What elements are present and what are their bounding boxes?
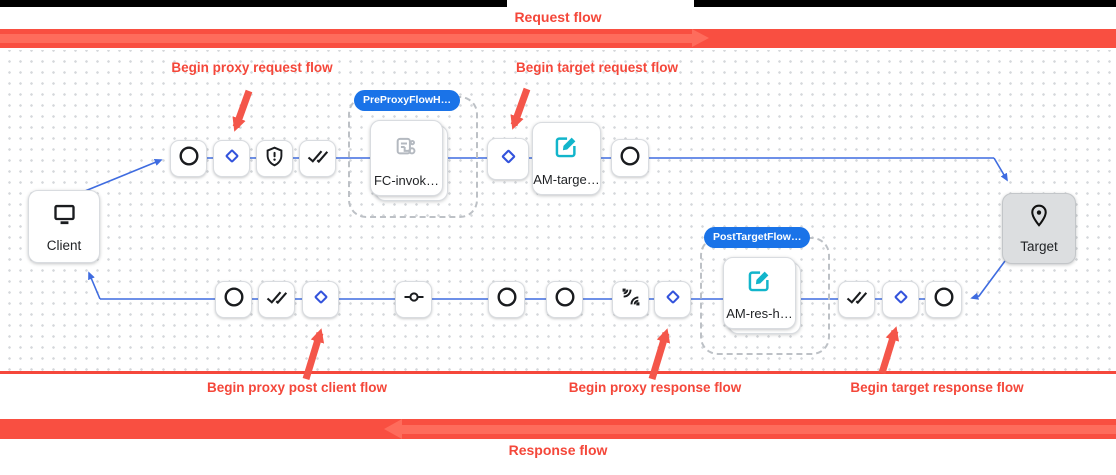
- flow-callout-icon: [393, 133, 421, 166]
- step-circle[interactable]: [488, 281, 525, 318]
- step-proxy-post-client-begin[interactable]: [302, 281, 339, 318]
- response-flow-arrow-head-icon: [384, 419, 402, 439]
- annotation-proxy-request: Begin proxy request flow: [171, 60, 333, 75]
- am-target-policy-card[interactable]: AM-targe…: [532, 122, 601, 195]
- flow-begin-diamond-icon: [310, 286, 332, 313]
- flow-begin-diamond-icon: [662, 286, 684, 313]
- flow-begin-diamond-icon: [890, 286, 912, 313]
- annotation-target-response: Begin target response flow: [850, 380, 1024, 395]
- step-double-check[interactable]: [299, 140, 336, 177]
- response-flow-title: Response flow: [508, 442, 608, 458]
- step-proxy-request-begin[interactable]: [213, 140, 250, 177]
- double-check-icon: [265, 285, 289, 314]
- assign-message-edit-icon: [553, 133, 580, 165]
- pre-proxy-flowhook-badge[interactable]: PreProxyFlowH…: [354, 90, 461, 111]
- step-commit[interactable]: [395, 281, 432, 318]
- circle-step-icon: [932, 285, 956, 314]
- step-circle[interactable]: [546, 281, 583, 318]
- step-circle[interactable]: [170, 140, 207, 177]
- monitor-icon: [51, 201, 78, 233]
- flow-begin-diamond-icon: [221, 145, 243, 172]
- double-check-icon: [306, 144, 330, 173]
- shield-security-icon: [263, 145, 286, 173]
- circle-step-icon: [222, 285, 246, 314]
- step-circle[interactable]: [925, 281, 962, 318]
- am-target-label: AM-targe…: [533, 172, 600, 187]
- response-flow-bar: [0, 419, 1116, 439]
- step-circle[interactable]: [611, 139, 649, 177]
- request-flow-bar: [0, 29, 1116, 48]
- circle-step-icon: [177, 144, 201, 173]
- step-circle[interactable]: [215, 281, 252, 318]
- post-target-flowhook-badge[interactable]: PostTargetFlow…: [704, 227, 811, 248]
- step-target-request-begin[interactable]: [487, 138, 529, 180]
- client-label: Client: [46, 237, 82, 253]
- circle-step-icon: [495, 285, 519, 314]
- signal-leak-icon: [620, 286, 642, 313]
- place-pin-icon: [1026, 203, 1052, 234]
- step-target-response-begin[interactable]: [882, 281, 919, 318]
- am-response-label: AM-res-h…: [726, 306, 793, 321]
- flow-canvas: PreProxyFlowH… PostTargetFlow… Client Ta…: [0, 50, 1116, 374]
- request-flow-title: Request flow: [514, 9, 602, 25]
- fc-invoke-label: FC-invok…: [373, 173, 439, 188]
- double-check-icon: [845, 285, 869, 314]
- top-border-strip-right: [694, 0, 1116, 7]
- step-proxy-response-begin[interactable]: [654, 281, 691, 318]
- commit-step-icon: [402, 285, 426, 314]
- annotation-target-request: Begin target request flow: [515, 60, 679, 75]
- annotation-proxy-post-client: Begin proxy post client flow: [206, 380, 387, 395]
- flow-begin-diamond-icon: [497, 145, 520, 173]
- step-signal[interactable]: [612, 281, 649, 318]
- response-flow-arrow-body: [402, 424, 1116, 434]
- circle-step-icon: [553, 285, 577, 314]
- fc-invoke-policy-card[interactable]: FC-invok…: [370, 120, 443, 196]
- annotation-proxy-response: Begin proxy response flow: [568, 380, 742, 395]
- client-node[interactable]: Client: [28, 190, 100, 263]
- connector-lines: [84, 157, 1008, 300]
- request-flow-arrow-head-icon: [692, 29, 709, 47]
- target-label: Target: [1020, 239, 1058, 254]
- top-border-strip-left: [0, 0, 507, 7]
- circle-step-icon: [618, 144, 642, 173]
- step-double-check[interactable]: [258, 281, 295, 318]
- assign-message-edit-icon: [746, 267, 773, 299]
- request-flow-arrow-body: [0, 34, 692, 43]
- target-node[interactable]: Target: [1002, 193, 1076, 264]
- step-double-check[interactable]: [838, 281, 875, 318]
- am-response-policy-card[interactable]: AM-res-h…: [723, 257, 796, 329]
- step-security-policy[interactable]: [256, 140, 293, 177]
